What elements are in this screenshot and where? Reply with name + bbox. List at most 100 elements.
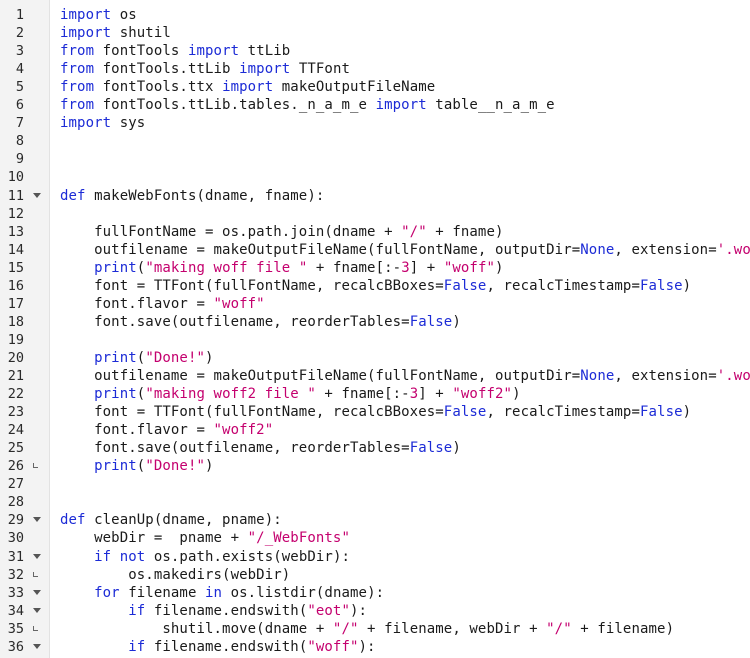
code-line[interactable]: 34 if filename.endswith("eot"): [0, 602, 750, 620]
code-text[interactable]: from fontTools import ttLib [60, 42, 290, 60]
code-line[interactable]: 21 outfilename = makeOutputFileName(full… [0, 367, 750, 385]
code-token: "woff" [307, 638, 359, 655]
code-token: outfilename = makeOutputFileName(fullFon… [60, 241, 581, 258]
code-token: False [639, 404, 683, 421]
code-line[interactable]: 17 font.flavor = "woff" [0, 295, 750, 313]
code-text[interactable]: font.save(outfilename, reorderTables=Fal… [60, 313, 461, 331]
code-text[interactable]: shutil.move(dname + "/" + filename, webD… [60, 620, 674, 638]
code-line[interactable]: 6 from fontTools.ttLib.tables._n_a_m_e im… [0, 96, 750, 114]
code-line[interactable]: 24 font.flavor = "woff2" [0, 421, 750, 439]
line-number: 32 [7, 566, 24, 583]
code-text[interactable]: from fontTools.ttLib import TTFont [60, 60, 350, 78]
line-number: 20 [7, 349, 24, 366]
code-token: outfilename = makeOutputFileName(fullFon… [60, 368, 581, 384]
code-token: if [128, 638, 146, 655]
fold-arrow-icon[interactable] [33, 553, 41, 559]
code-token: font.flavor = [60, 295, 214, 312]
code-line[interactable]: 10 [0, 168, 750, 186]
code-line[interactable]: 36 if filename.endswith("woff"): [0, 638, 750, 656]
code-text[interactable]: import sys [60, 114, 145, 132]
code-text[interactable]: outfilename = makeOutputFileName(fullFon… [60, 367, 750, 385]
code-text[interactable]: print("Done!") [60, 349, 214, 367]
code-line[interactable]: 31 if not os.path.exists(webDir): [0, 548, 750, 566]
code-token: ): [350, 602, 368, 619]
code-text[interactable]: for filename in os.listdir(dname): [60, 584, 384, 602]
code-text[interactable]: font.flavor = "woff" [60, 295, 265, 313]
code-line[interactable]: 32 os.makedirs(webDir) [0, 566, 750, 584]
code-line[interactable]: 7 import sys [0, 114, 750, 132]
code-line[interactable]: 33 for filename in os.listdir(dname): [0, 584, 750, 602]
code-text[interactable]: font = TTFont(fullFontName, recalcBBoxes… [60, 403, 691, 421]
code-text[interactable]: print("Done!") [60, 457, 214, 475]
code-token: 3 [409, 386, 419, 403]
code-text[interactable]: if filename.endswith("eot"): [60, 602, 367, 620]
code-text[interactable]: from fontTools.ttx import makeOutputFile… [60, 78, 435, 96]
code-line[interactable]: 22 print("making woff2 file " + fname[:-… [0, 385, 750, 403]
code-text[interactable]: font.save(outfilename, reorderTables=Fal… [60, 439, 461, 457]
code-text[interactable]: def cleanUp(dname, pname): [60, 511, 282, 529]
fold-arrow-icon[interactable] [33, 643, 41, 649]
code-line[interactable]: 28 [0, 493, 750, 511]
code-line[interactable]: 35 shutil.move(dname + "/" + filename, w… [0, 620, 750, 638]
line-number: 28 [7, 494, 24, 511]
fold-arrow-icon[interactable] [33, 589, 41, 595]
line-number: 16 [7, 277, 24, 294]
code-text[interactable]: from fontTools.ttLib.tables._n_a_m_e imp… [60, 96, 555, 114]
code-line[interactable]: 8 [0, 132, 750, 150]
code-text[interactable]: fullFontName = os.path.join(dname + "/" … [60, 223, 504, 241]
code-line[interactable]: 25 font.save(outfilename, reorderTables=… [0, 439, 750, 457]
code-token: fontTools.ttx [94, 79, 223, 96]
code-text[interactable]: def makeWebFonts(dname, fname): [60, 187, 324, 205]
code-text[interactable]: font = TTFont(fullFontName, recalcBBoxes… [60, 277, 691, 295]
code-line[interactable]: 30 webDir = pname + "/_WebFonts" [0, 529, 750, 547]
code-token: makeWebFonts(dname, fname): [85, 187, 325, 204]
code-token: "Done!" [145, 349, 206, 366]
code-line[interactable]: 23 font = TTFont(fullFontName, recalcBBo… [0, 403, 750, 421]
code-token: print [94, 259, 137, 276]
code-line[interactable]: 19 [0, 331, 750, 349]
code-token: 3 [401, 259, 410, 276]
code-line[interactable]: 37 shutil.move(dname + "/" + filename, w… [0, 656, 750, 658]
code-token: if not [94, 548, 146, 565]
code-text[interactable]: print("making woff file " + fname[:-3] +… [60, 259, 504, 277]
code-text[interactable]: font.flavor = "woff2" [60, 421, 273, 439]
code-token: fullFontName = os.path.join(dname + [60, 223, 402, 240]
code-text[interactable]: import shutil [60, 24, 171, 42]
fold-arrow-icon[interactable] [33, 517, 41, 523]
code-text[interactable]: webDir = pname + "/_WebFonts" [60, 529, 350, 547]
code-token: font = TTFont(fullFontName, recalcBBoxes… [60, 404, 444, 421]
code-line[interactable]: 20 print("Done!") [0, 349, 750, 367]
code-token: def [60, 512, 86, 529]
code-text[interactable]: os.makedirs(webDir) [60, 566, 290, 584]
fold-arrow-icon[interactable] [33, 192, 41, 198]
code-text[interactable]: if not os.path.exists(webDir): [60, 548, 350, 566]
code-text[interactable]: if filename.endswith("woff"): [60, 638, 376, 656]
code-text[interactable]: print("making woff2 file " + fname[:-3] … [60, 385, 521, 403]
code-line[interactable]: 18 font.save(outfilename, reorderTables=… [0, 313, 750, 331]
code-token: if [128, 602, 146, 619]
code-line[interactable]: 12 [0, 205, 750, 223]
code-text[interactable]: import os [60, 6, 137, 24]
line-number: 6 [15, 97, 24, 114]
code-line[interactable]: 14 outfilename = makeOutputFileName(full… [0, 241, 750, 259]
code-token [60, 603, 128, 619]
code-text[interactable]: shutil.move(dname + "/" + filename, webD… [60, 656, 674, 658]
code-line[interactable]: 26 print("Done!") [0, 457, 750, 475]
code-line[interactable]: 27 [0, 475, 750, 493]
code-line[interactable]: 15 print("making woff file " + fname[:-3… [0, 259, 750, 277]
code-line[interactable]: 13 fullFontName = os.path.join(dname + "… [0, 223, 750, 241]
line-number: 7 [15, 115, 24, 132]
code-token: "Done!" [145, 458, 206, 475]
code-line[interactable]: 9 [0, 150, 750, 168]
code-line[interactable]: 16 font = TTFont(fullFontName, recalcBBo… [0, 277, 750, 295]
fold-arrow-icon[interactable] [33, 607, 41, 613]
code-text[interactable]: outfilename = makeOutputFileName(fullFon… [60, 241, 750, 259]
